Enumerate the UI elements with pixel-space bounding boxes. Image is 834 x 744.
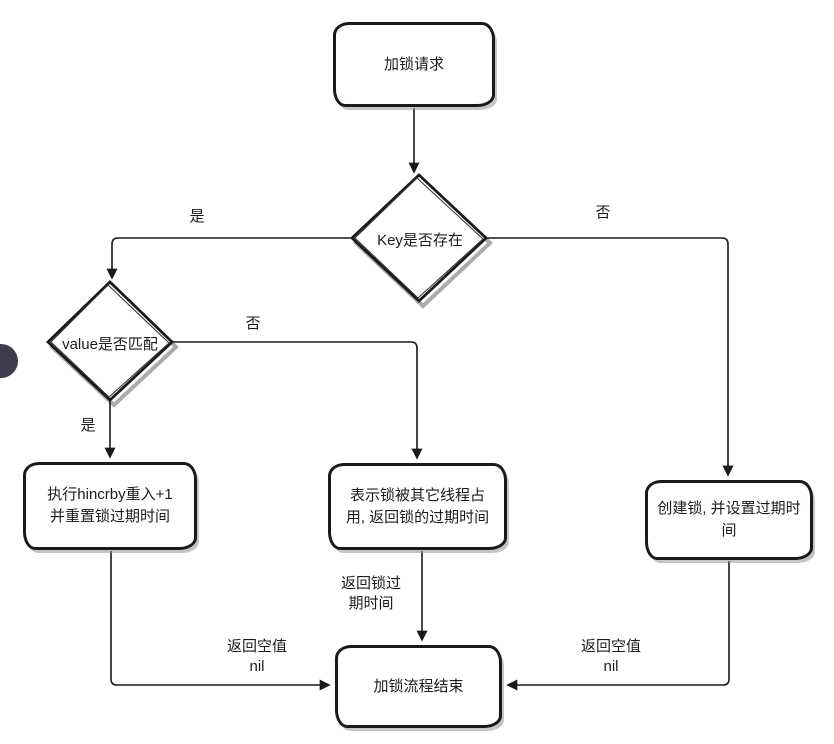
node-reentrant: 执行hincrby重入+1 并重置锁过期时间 — [23, 462, 197, 550]
edge-create-to-end — [506, 561, 730, 691]
edge-reentrant-to-end — [110, 551, 331, 691]
node-reentrant-label: 执行hincrby重入+1 并重置锁过期时间 — [47, 486, 173, 525]
edge-key-yes — [106, 237, 354, 280]
node-create-lock: 创建锁, 并设置过期时 间 — [645, 480, 813, 560]
node-start: 加锁请求 — [333, 22, 495, 107]
node-end-label: 加锁流程结束 — [373, 677, 464, 695]
edge-label-return-expire: 返回锁过 期时间 — [340, 575, 402, 612]
edge-key-no — [487, 237, 734, 477]
clipped-circle-overlay — [0, 344, 18, 378]
edge-label-key-yes: 是 — [189, 208, 205, 225]
edge-label-return-nil-left: 返回空值 nil — [226, 638, 288, 675]
node-occupied-label: 表示锁被其它线程占 用, 返回锁的过期时间 — [345, 486, 490, 526]
node-create-lock-label: 创建锁, 并设置过期时 间 — [657, 500, 801, 539]
edge-label-key-no: 否 — [595, 204, 611, 221]
node-start-label: 加锁请求 — [383, 55, 444, 73]
node-end: 加锁流程结束 — [335, 645, 502, 728]
node-occupied: 表示锁被其它线程占 用, 返回锁的过期时间 — [328, 463, 507, 550]
edge-label-value-no: 否 — [245, 315, 261, 332]
edge-label-value-yes: 是 — [80, 417, 96, 434]
diamond-key-exists — [349, 173, 493, 309]
node-value-match-label: value是否匹配 — [62, 336, 158, 353]
edge-label-return-nil-right: 返回空值 nil — [580, 638, 642, 675]
node-key-exists-label: Key是否存在 — [377, 232, 463, 249]
edge-value-no — [173, 341, 423, 460]
